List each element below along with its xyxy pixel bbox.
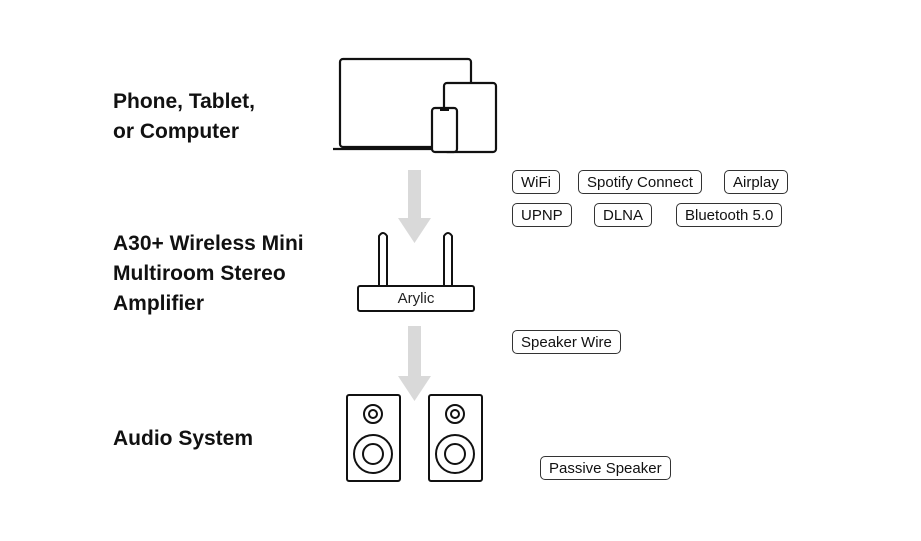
amplifier-body bbox=[357, 285, 475, 312]
speaker-left-icon bbox=[346, 394, 401, 482]
label-line: A30+ Wireless Mini bbox=[113, 232, 304, 255]
arrow-down-icon bbox=[398, 326, 431, 401]
stage-label-audio-system: Audio System bbox=[113, 424, 253, 454]
stage-label-amplifier: A30+ Wireless Mini Multiroom Stereo Ampl… bbox=[113, 229, 304, 319]
speakers-icon bbox=[346, 394, 483, 482]
devices-icon bbox=[333, 57, 498, 154]
tag-speaker-wire: Speaker Wire bbox=[512, 330, 621, 354]
tag-wifi: WiFi bbox=[512, 170, 560, 194]
speaker-right-icon bbox=[428, 394, 483, 482]
label-line: Audio System bbox=[113, 427, 254, 450]
tag-bluetooth: Bluetooth 5.0 bbox=[676, 203, 783, 227]
label-line: Phone, Tablet, bbox=[113, 90, 255, 113]
tag-passive-speaker: Passive Speaker bbox=[540, 456, 671, 480]
antenna-right bbox=[443, 232, 453, 286]
tag-spotify-connect: Spotify Connect bbox=[578, 170, 702, 194]
label-line: Amplifier bbox=[113, 292, 205, 315]
tag-dlna: DLNA bbox=[594, 203, 653, 227]
tag-airplay: Airplay bbox=[724, 170, 788, 194]
label-line: or Computer bbox=[113, 120, 239, 143]
amplifier-icon bbox=[357, 232, 475, 312]
stage-label-source: Phone, Tablet, or Computer bbox=[113, 87, 255, 147]
antenna-left bbox=[378, 232, 388, 286]
arrow-down-icon bbox=[398, 170, 431, 243]
tag-upnp: UPNP bbox=[512, 203, 572, 227]
label-line: Multiroom Stereo bbox=[113, 262, 286, 285]
phone-icon bbox=[430, 106, 459, 154]
amplifier-brand-label: Arylic bbox=[397, 290, 435, 307]
